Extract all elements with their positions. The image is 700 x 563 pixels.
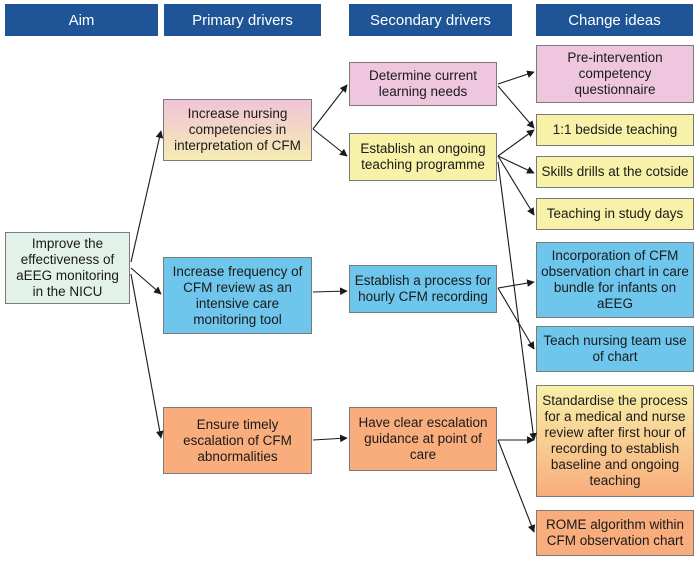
- arrow-teaching-to-study-days: [497, 155, 535, 216]
- arrow-teaching-to-bedside: [497, 129, 535, 157]
- aim-box: Improve the effectiveness of aEEG monito…: [5, 232, 130, 304]
- arrow-learning-needs-to-questionnaire: [497, 70, 535, 85]
- arrow-recording-to-observation-chart: [497, 279, 535, 289]
- arrow-teaching-to-skills-drills: [497, 155, 535, 174]
- change-idea-questionnaire: Pre-intervention competency questionnair…: [536, 45, 694, 103]
- primary-driver-review-frequency: Increase frequency of CFM review as an i…: [163, 257, 312, 334]
- change-idea-observation-chart: Incorporation of CFM observation chart i…: [536, 242, 694, 318]
- header-aim: Aim: [5, 4, 158, 36]
- change-idea-rome-algorithm: ROME algorithm within CFM observation ch…: [536, 510, 694, 556]
- change-idea-skills-drills: Skills drills at the cotside: [536, 156, 694, 188]
- change-idea-teach-chart-use: Teach nursing team use of chart: [536, 326, 694, 372]
- arrow-teaching-to-standardise: [497, 161, 537, 441]
- primary-driver-escalation: Ensure timely escalation of CFM abnormal…: [163, 407, 312, 474]
- change-idea-standardise-review: Standardise the process for a medical an…: [536, 385, 694, 497]
- arrow-learning-needs-to-bedside: [497, 85, 535, 129]
- secondary-driver-hourly-recording: Establish a process for hourly CFM recor…: [349, 265, 497, 313]
- primary-driver-competencies: Increase nursing competencies in interpr…: [163, 99, 312, 161]
- secondary-driver-teaching-programme: Establish an ongoing teaching programme: [349, 133, 497, 181]
- arrow-competencies-to-learning-needs: [312, 84, 348, 130]
- arrow-competencies-to-teaching-programme: [312, 128, 348, 157]
- change-idea-study-days: Teaching in study days: [536, 198, 694, 230]
- arrow-aim-to-competencies: [130, 130, 164, 263]
- arrow-aim-to-review-frequency: [130, 267, 162, 295]
- header-change-ideas: Change ideas: [536, 4, 693, 36]
- arrow-aim-to-escalation: [130, 273, 164, 439]
- secondary-driver-learning-needs: Determine current learning needs: [349, 62, 497, 106]
- arrow-review-to-hourly-recording: [312, 287, 348, 296]
- header-primary-drivers: Primary drivers: [164, 4, 321, 36]
- arrow-escalation-to-guidance: [312, 434, 348, 443]
- arrow-recording-to-teach-chart: [497, 287, 535, 350]
- arrow-guidance-to-rome: [497, 439, 536, 533]
- secondary-driver-escalation-guidance: Have clear escalation guidance at point …: [349, 407, 497, 471]
- header-secondary-drivers: Secondary drivers: [349, 4, 512, 36]
- change-idea-bedside-teaching: 1:1 bedside teaching: [536, 114, 694, 146]
